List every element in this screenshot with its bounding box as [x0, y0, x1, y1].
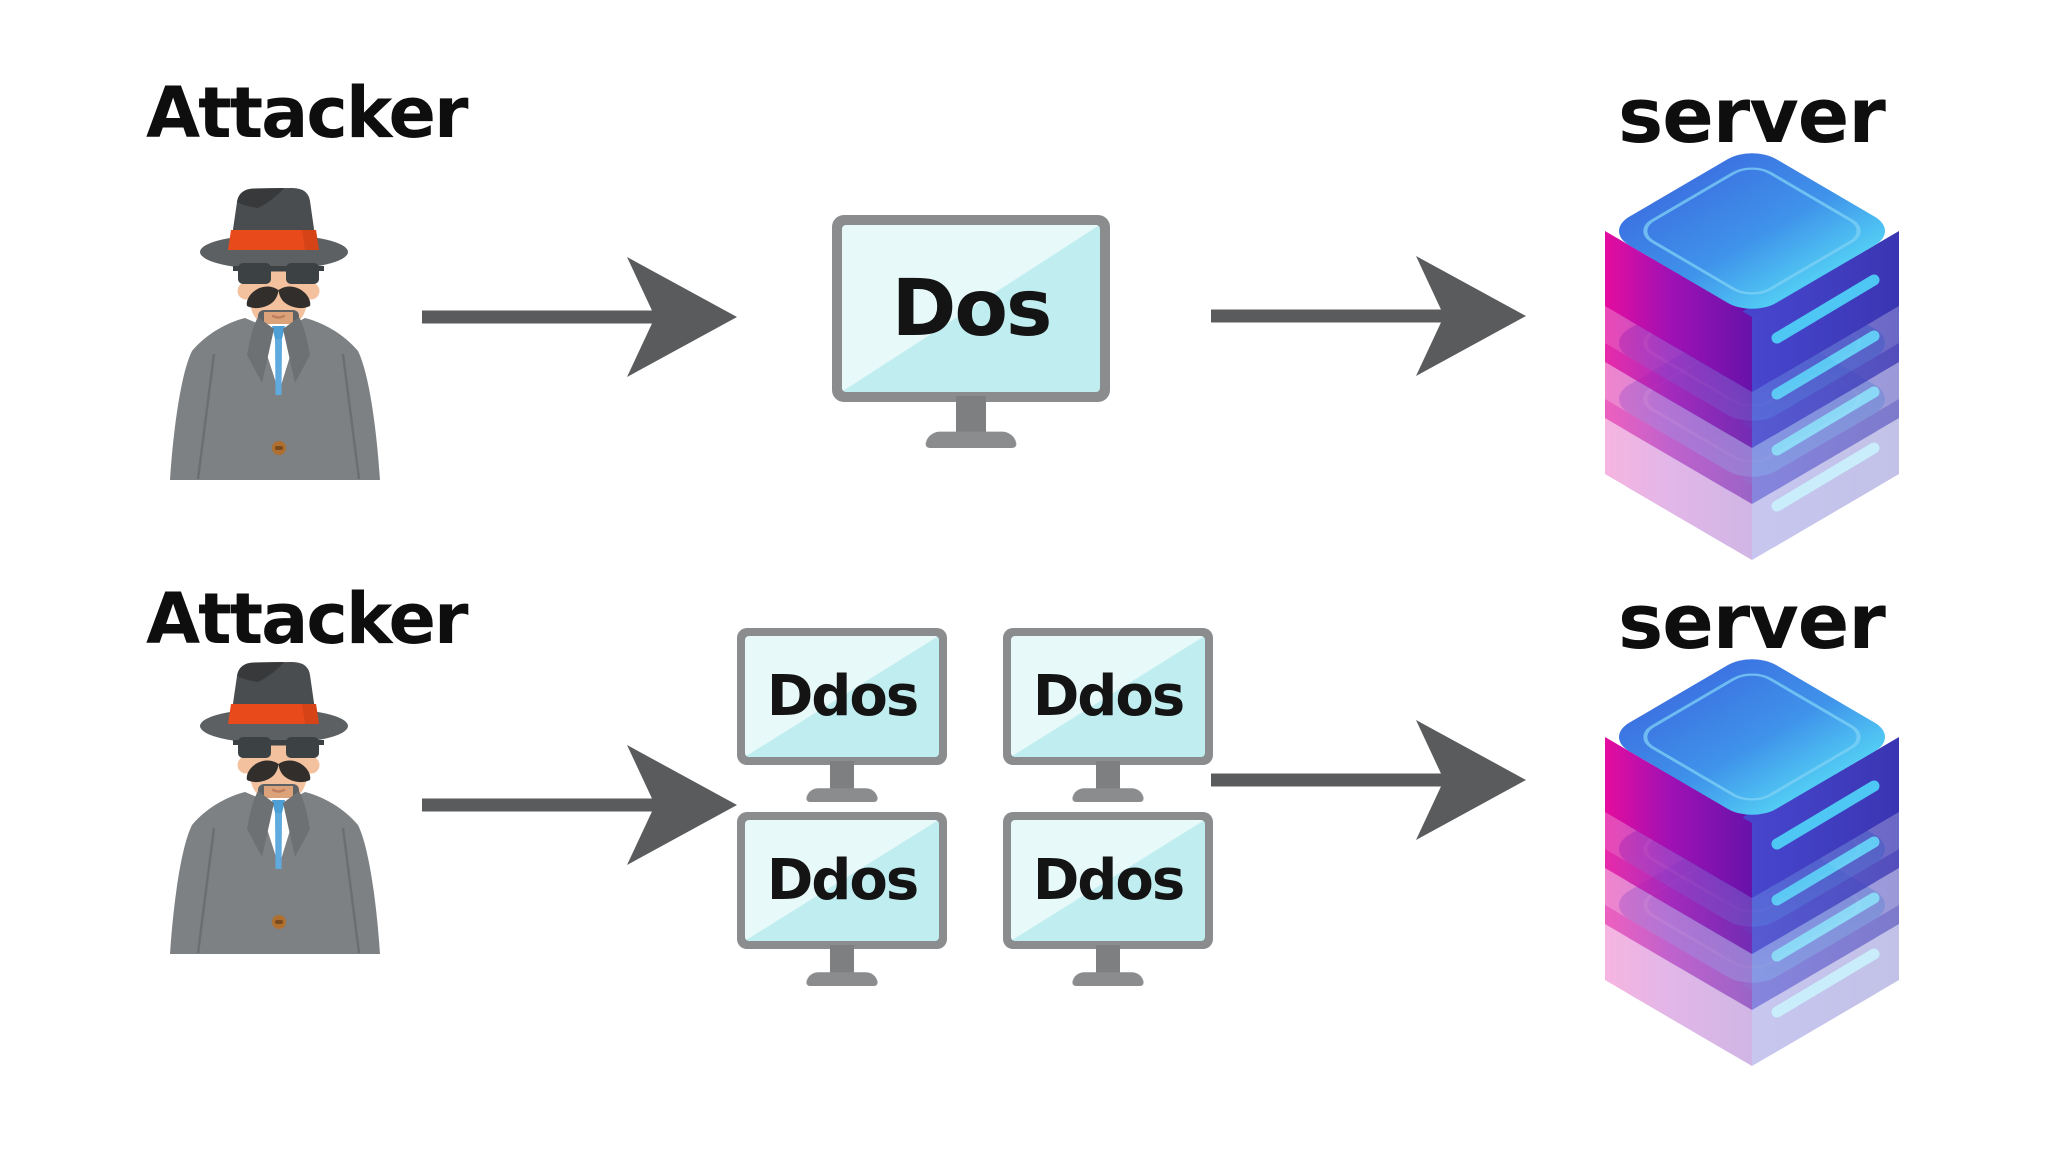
monitor-stand-base	[1072, 788, 1144, 802]
ddos-label: Ddos	[766, 848, 919, 913]
monitor-stand-neck	[1096, 761, 1120, 791]
server-label-row1: server	[1618, 71, 1886, 160]
monitor-stand-base	[806, 788, 878, 802]
ddos-label: Ddos	[1032, 848, 1185, 913]
ddos-label: Ddos	[1032, 664, 1185, 729]
attacker-label-row2: Attacker	[146, 578, 468, 660]
server-stack-icon	[1602, 648, 1902, 1068]
monitor-stand-base	[806, 972, 878, 986]
monitor-frame: Ddos	[1003, 628, 1213, 765]
dos-label: Dos	[891, 263, 1053, 354]
monitor-frame: Ddos	[737, 628, 947, 765]
server-stack-icon	[1602, 142, 1902, 562]
attacker-label-row1: Attacker	[146, 72, 468, 154]
monitor-stand-neck	[830, 761, 854, 791]
monitor-stand-base	[925, 431, 1017, 448]
server-label-row2: server	[1618, 577, 1886, 666]
spy-icon	[168, 660, 382, 956]
spy-icon	[168, 186, 382, 482]
arrow-right-icon	[422, 257, 737, 377]
monitor-screen: Ddos	[745, 820, 939, 941]
monitor-frame: Ddos	[1003, 812, 1213, 949]
monitor-stand-neck	[830, 945, 854, 975]
monitor-stand-base	[1072, 972, 1144, 986]
ddos-label: Ddos	[766, 664, 919, 729]
monitor-stand-neck	[956, 396, 986, 434]
monitor-stand-neck	[1096, 945, 1120, 975]
arrow-right-icon	[1211, 256, 1526, 376]
arrow-right-icon	[422, 745, 737, 865]
monitor-frame: Ddos	[737, 812, 947, 949]
arrow-right-icon	[1211, 720, 1526, 840]
monitor-frame: Dos	[832, 215, 1110, 402]
monitor-screen: Ddos	[1011, 820, 1205, 941]
monitor-screen: Ddos	[745, 636, 939, 757]
monitor-screen: Ddos	[1011, 636, 1205, 757]
monitor-screen: Dos	[842, 225, 1100, 392]
